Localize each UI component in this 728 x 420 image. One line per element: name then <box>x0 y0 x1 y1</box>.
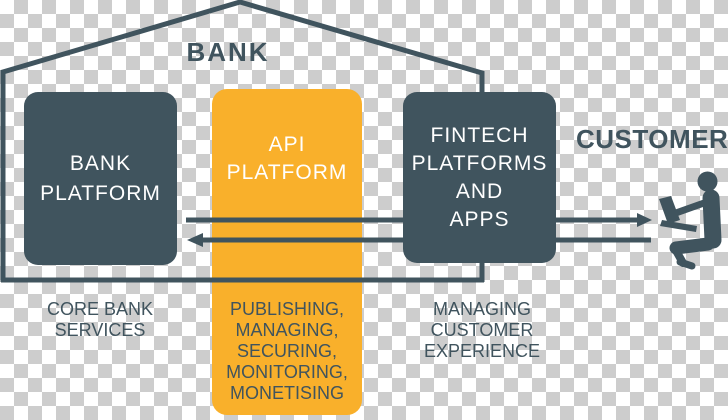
api-platform-box: API PLATFORM <box>212 89 362 415</box>
api-platform-label-line1: API <box>268 133 306 156</box>
bank-house-title: BANK <box>186 37 270 67</box>
api-caption-line5: MONETISING <box>229 383 344 403</box>
cx-caption-line2: CUSTOMER <box>430 320 534 340</box>
fintech-label-line4: APPS <box>449 207 510 231</box>
bank-house-outline <box>0 0 485 283</box>
cx-caption-line3: EXPERIENCE <box>423 341 541 361</box>
core-bank-services-caption: CORE BANK SERVICES <box>30 299 170 341</box>
bank-platform-box: BANK PLATFORM <box>24 92 177 265</box>
api-platform-caption: PUBLISHING, MANAGING, SECURING, MONITORI… <box>212 299 362 404</box>
fintech-label-line3: AND <box>455 179 504 203</box>
customer-experience-caption: MANAGING CUSTOMER EXPERIENCE <box>407 299 557 362</box>
api-caption-line3: SECURING, <box>236 341 337 361</box>
cx-caption-line1: MANAGING <box>432 299 531 319</box>
api-platform-label-line2: PLATFORM <box>226 161 348 184</box>
bank-platform-label-line1: BANK <box>69 151 132 175</box>
fintech-platforms-box: FINTECH PLATFORMS AND APPS <box>403 92 556 263</box>
api-caption-line4: MONITORING, <box>226 362 348 382</box>
api-caption-line2: MANAGING, <box>235 320 339 340</box>
person-with-laptop-icon <box>659 171 722 270</box>
bank-platform-label-line2: PLATFORM <box>40 181 161 205</box>
customer-title: CUSTOMER <box>576 124 728 154</box>
api-caption-line1: PUBLISHING, <box>229 299 345 319</box>
fintech-label-line1: FINTECH <box>430 123 529 147</box>
core-caption-line2: SERVICES <box>54 320 146 340</box>
core-caption-line1: CORE BANK <box>46 299 154 319</box>
fintech-label-line2: PLATFORMS <box>411 151 548 175</box>
